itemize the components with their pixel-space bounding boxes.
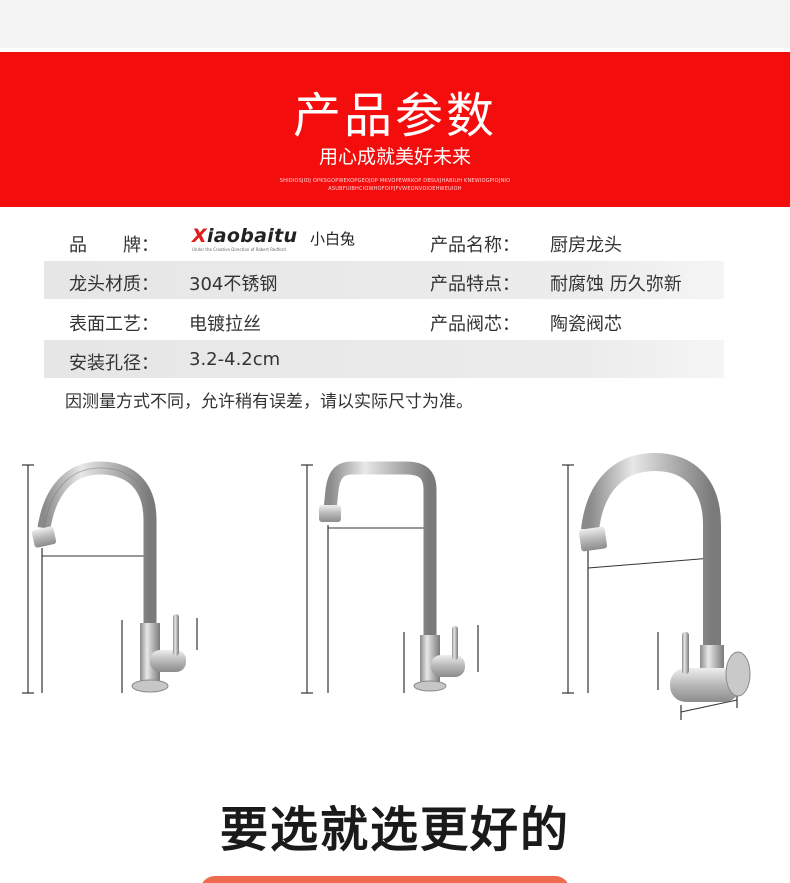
banner-subtitle: 用心成就美好未来 <box>318 146 471 168</box>
spec-row-brand: 品 牌： 产品名称： 厨房龙头 <box>44 222 724 260</box>
banner-decorative-text: SHIDIOSJIDJ OPKSGOPWEKOPGEOJOP MKVOPEWRK… <box>279 178 511 192</box>
faucet-wall-mounted <box>562 452 751 720</box>
feature-label: 产品特点： <box>430 274 520 295</box>
brand-logo-wordmark: Xiaobaitu <box>192 225 298 247</box>
brand-label: 品 牌： <box>69 235 159 256</box>
spec-row-hole: 安装孔径： 3.2-4.2cm <box>44 340 724 378</box>
faucet-gooseneck <box>22 461 198 694</box>
banner-title: 产品参数 <box>292 88 497 144</box>
surface-value: 电镀拉丝 <box>189 314 261 335</box>
valve-label: 产品阀芯： <box>430 314 520 335</box>
valve-value: 陶瓷阀芯 <box>550 314 622 335</box>
measurement-note: 因测量方式不同，允许稍有误差，请以实际尺寸为准。 <box>65 392 473 412</box>
brand-logo-cn: 小白兔 <box>310 230 356 248</box>
faucet-angular <box>301 461 479 694</box>
material-value: 304不锈钢 <box>189 274 278 295</box>
spec-row-material: 龙头材质： 304不锈钢 产品特点： 耐腐蚀 历久弥新 <box>44 261 724 299</box>
header-banner: 产品参数 用心成就美好未来 SHIDIOSJIDJ OPKSGOPWEKOPGE… <box>0 52 790 207</box>
bottom-banner-edge <box>200 876 570 883</box>
hole-value: 3.2-4.2cm <box>189 349 281 370</box>
product-name-label: 产品名称： <box>430 235 520 256</box>
hole-label: 安装孔径： <box>69 353 159 374</box>
brand-logo: Xiaobaitu 小白兔 Under the Creative Directi… <box>192 225 362 259</box>
product-name-value: 厨房龙头 <box>550 235 622 256</box>
brand-logo-tagline: Under the Creative Direction of Robert R… <box>192 247 286 252</box>
surface-label: 表面工艺： <box>69 314 159 335</box>
top-strip <box>0 0 790 48</box>
material-label: 龙头材质： <box>69 274 159 295</box>
spec-row-surface: 表面工艺： 电镀拉丝 产品阀芯： 陶瓷阀芯 <box>44 301 724 339</box>
slogan: 要选就选更好的 <box>219 802 570 858</box>
feature-value: 耐腐蚀 历久弥新 <box>550 274 682 295</box>
faucet-illustrations <box>22 452 751 720</box>
